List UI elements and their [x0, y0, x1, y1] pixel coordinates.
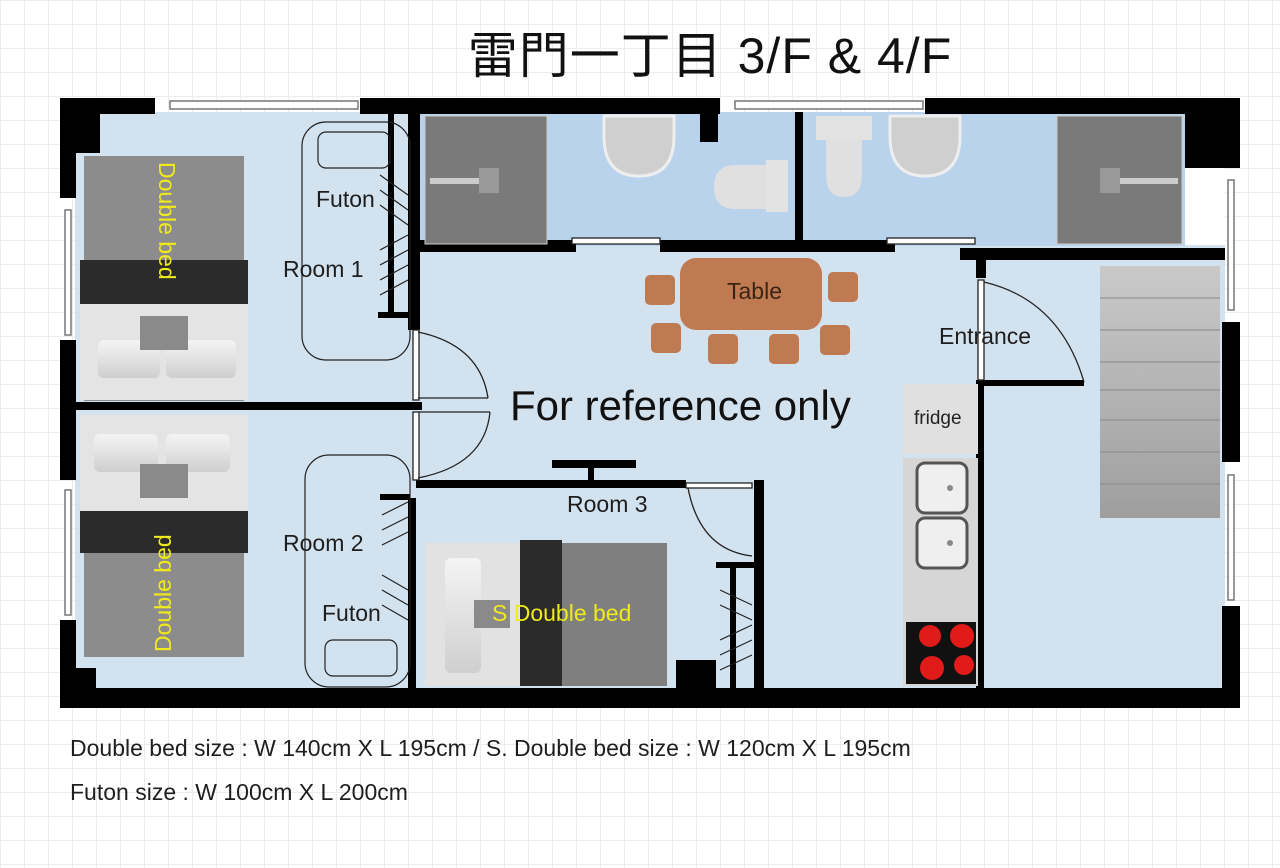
dining-table	[645, 258, 858, 364]
room3-label: Room 3	[567, 491, 648, 517]
double-bed-room2	[80, 415, 248, 657]
room1-futon-label: Futon	[316, 186, 375, 212]
outer-walls	[60, 98, 1240, 708]
fridge: fridge	[903, 384, 978, 454]
room2-label: Room 2	[283, 530, 364, 556]
table-label: Table	[727, 278, 782, 304]
interior-walls	[76, 112, 1225, 690]
windows	[64, 100, 1235, 616]
room1-label: Room 1	[283, 256, 364, 282]
room2-bed-label: Double bed	[150, 534, 176, 652]
futon-size-spec: Futon size : W 100cm X L 200cm	[70, 779, 408, 805]
room2-futon-label: Futon	[322, 600, 381, 626]
staircase	[1100, 266, 1220, 518]
s-double-bed-room3	[425, 540, 667, 686]
bed-size-spec: Double bed size : W 140cm X L 195cm / S.…	[70, 735, 911, 761]
watermark-text: For reference only	[510, 382, 851, 429]
entrance-label: Entrance	[939, 323, 1032, 349]
doors	[412, 237, 1085, 557]
closet-hatching	[379, 174, 753, 671]
kitchen-counter	[903, 458, 978, 686]
page-title: 雷門一丁目 3/F & 4/F	[467, 28, 953, 84]
shower-right	[1056, 115, 1183, 245]
room1-bed-label: Double bed	[154, 162, 180, 280]
fridge-label: fridge	[914, 408, 962, 429]
double-bed-room1	[80, 156, 248, 401]
shower-left	[424, 115, 548, 245]
futon-outlines	[301, 121, 411, 688]
bathroom-fixtures	[602, 114, 962, 212]
room3-bed-label: S Double bed	[492, 600, 632, 626]
